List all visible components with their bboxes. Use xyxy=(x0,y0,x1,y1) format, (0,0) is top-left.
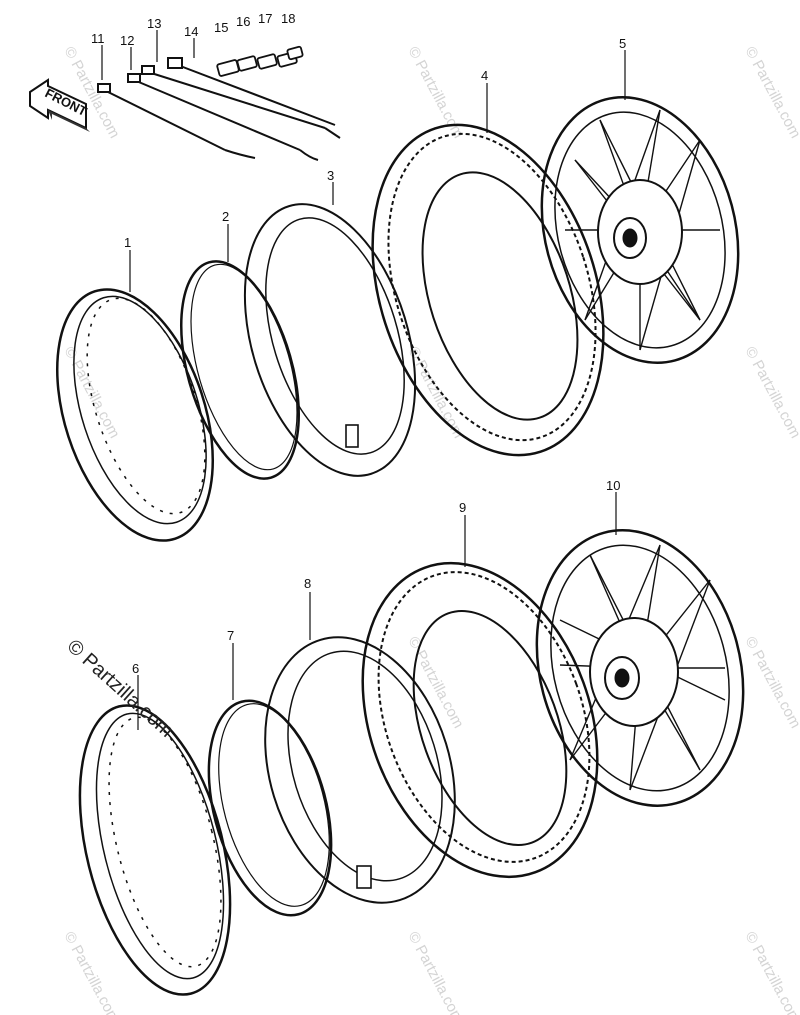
watermark-faint: © Partzilla.com xyxy=(60,44,122,141)
leader-lines xyxy=(101,30,626,730)
callout-label: 13 xyxy=(147,16,161,31)
front-wheel xyxy=(540,96,740,364)
watermark-faint: © Partzilla.com xyxy=(741,44,800,141)
rear-rim xyxy=(78,704,232,996)
callout-label: 1 xyxy=(124,235,131,250)
callout-label: 7 xyxy=(227,628,234,643)
callout-label: 18 xyxy=(281,11,295,26)
watermark-faint: © Partzilla.com xyxy=(404,44,466,141)
watermark-faint: © Partzilla.com xyxy=(741,344,800,441)
callout-label: 15 xyxy=(214,20,228,35)
callout-label: 5 xyxy=(619,36,626,51)
rear-rim-band xyxy=(207,699,333,917)
rear-tube xyxy=(264,636,456,904)
callout-label: 12 xyxy=(120,33,134,48)
watermark-prominent: © Partzilla.com xyxy=(63,635,178,742)
watermark-faint: © Partzilla.com xyxy=(741,634,800,731)
rear-wheel xyxy=(535,529,745,807)
callout-label: 16 xyxy=(236,14,250,29)
front-tire xyxy=(371,123,605,457)
callout-label: 10 xyxy=(606,478,620,493)
front-rim-band xyxy=(179,260,301,480)
nipple-set xyxy=(216,45,304,77)
watermark-faint-group: © Partzilla.com © Partzilla.com © Partzi… xyxy=(60,44,800,1015)
callout-label: 9 xyxy=(459,500,466,515)
watermark-faint: © Partzilla.com xyxy=(741,929,800,1015)
rear-tire xyxy=(361,561,599,879)
watermark-faint: © Partzilla.com xyxy=(60,344,122,441)
front-rim xyxy=(55,288,215,542)
callout-label: 14 xyxy=(184,24,198,39)
callout-label: 2 xyxy=(222,209,229,224)
callout-label: 17 xyxy=(258,11,272,26)
callout-label: 3 xyxy=(327,168,334,183)
callout-label: 11 xyxy=(91,31,105,46)
callout-label: 8 xyxy=(304,576,311,591)
callout-label: 4 xyxy=(481,68,488,83)
watermark-faint: © Partzilla.com xyxy=(404,929,466,1015)
front-tube xyxy=(243,203,417,477)
watermark-faint: © Partzilla.com xyxy=(60,929,122,1015)
spoke-set xyxy=(97,57,341,161)
callout-label: 6 xyxy=(132,661,139,676)
